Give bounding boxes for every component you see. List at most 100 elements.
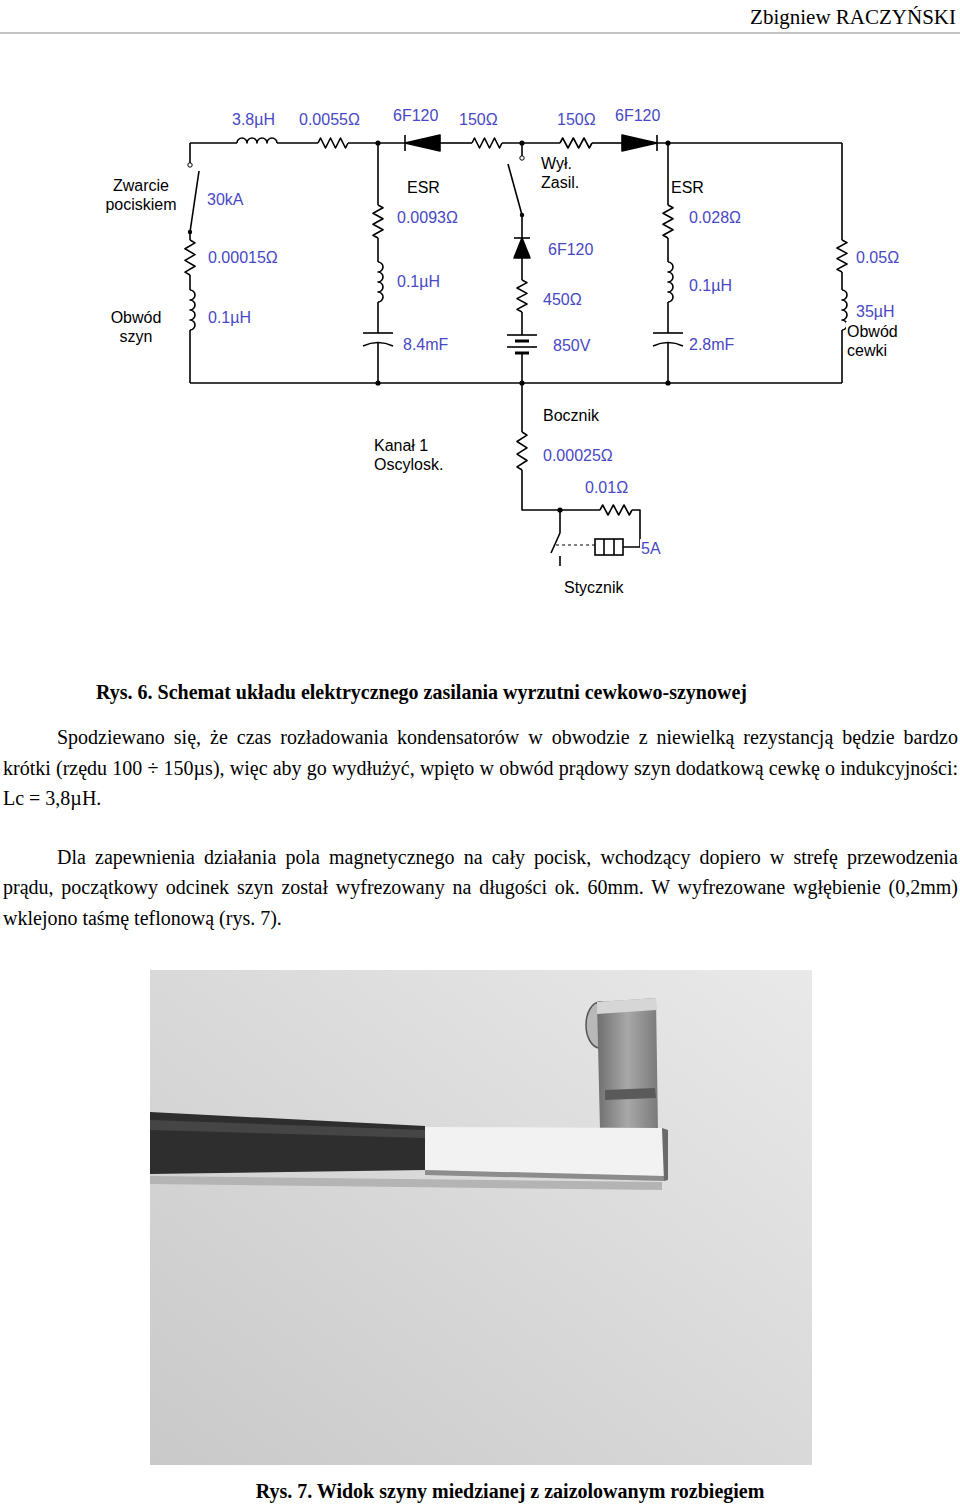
component-value: 0.00025Ω [542,446,614,465]
junction-dot [665,140,670,145]
wire [559,510,561,533]
wire [377,143,379,205]
circuit-label: Wył. Zasil. [540,154,594,192]
component-value: 2.8mF [688,335,735,354]
rail-bracket [597,998,658,1132]
circuit-label: Zwarcie pociskiem [98,176,184,214]
wire [440,142,472,144]
mechanical-link [556,545,595,546]
wire [592,142,622,144]
wire [189,330,191,383]
inductor-symbol [668,262,673,302]
resistor-symbol [373,205,383,238]
contact-symbol [559,556,561,566]
rail-bracket [597,998,656,1014]
component-value: 30kA [206,190,244,209]
wire [190,142,237,144]
wire [521,312,523,335]
switch-symbol [190,171,199,232]
diode-symbol [622,135,657,151]
battery-symbol [507,346,537,348]
wire [521,258,523,280]
capacitor-symbol [363,332,393,334]
component-value: 0.05Ω [855,248,900,267]
wire [521,353,523,383]
inductor-symbol [237,138,277,143]
inductor-symbol [378,262,383,302]
wire [521,383,523,432]
wire [667,302,669,333]
rail-photo [150,970,812,1465]
rail-end [662,1128,668,1181]
rail-bracket [605,1088,656,1100]
battery-symbol [507,334,537,336]
component-value: 0.0093Ω [396,208,459,227]
component-value: 6F120 [614,106,661,125]
wire [377,302,379,333]
resistor-symbol [600,505,632,515]
component-value: 0.028Ω [688,208,742,227]
running-header: Zbigniew RACZYŃSKI [750,4,956,30]
wire [667,343,669,383]
wire [377,343,379,383]
wire [189,275,191,290]
figure-caption: Rys. 7. Widok szyny miedzianej z zaizolo… [110,1479,910,1503]
inductor-symbol [190,290,195,330]
junction-dot [375,140,380,145]
junction-dot [519,140,524,145]
component-value: 0.0055Ω [298,110,361,129]
relay-coil [603,539,605,555]
component-value: 850V [552,336,591,355]
component-value: 0.1µH [396,272,441,291]
figure-caption: Rys. 6. Schemat układu elektrycznego zas… [96,680,747,704]
diode-symbol [514,238,530,258]
resistor-symbol [472,138,502,148]
circuit-label: Obwód szyn [98,308,174,346]
component-value: 0.00015Ω [207,248,279,267]
component-value: 0.1µH [688,276,733,295]
component-value: 35µH [855,302,896,321]
wire [277,142,318,144]
header-rule [0,33,960,34]
capacitor-symbol [653,332,683,334]
junction-dot [375,380,380,385]
resistor-symbol [318,138,348,148]
wire [190,382,842,384]
contact-symbol [551,533,560,553]
junction-dot [665,380,670,385]
resistor-symbol [663,205,673,238]
component-value: 3.8µH [231,110,276,129]
wire [521,215,523,238]
circuit-label: Kanał 1 Oscylosk. [373,436,459,474]
junction-dot [519,380,524,385]
diode-symbol [404,135,406,151]
junction-dot [557,507,562,512]
resistor-symbol [185,240,195,275]
component-value: 8.4mF [402,335,449,354]
photo-background [150,970,812,1465]
battery-symbol [515,340,529,343]
component-value: 150Ω [556,110,597,129]
wire [377,238,379,262]
copper-rail [150,1120,425,1138]
relay-coil [595,539,623,555]
wire [623,510,640,547]
circuit-label: Stycznik [563,578,625,597]
resistor-symbol [837,240,847,272]
wire [657,142,842,144]
wire [841,330,843,383]
component-value: 5A [640,539,662,558]
component-value: 6F120 [392,106,439,125]
resistor-symbol [517,280,527,312]
text-body: Spodziewano się, że czas rozładowania ko… [3,722,958,933]
teflon-tape [425,1127,664,1176]
circuit-label: ESR [670,178,705,197]
wire [189,232,191,240]
component-value: 0.1µH [207,308,252,327]
switch-terminal [520,156,524,160]
body-paragraph: Spodziewano się, że czas rozładowania ko… [3,722,958,814]
wire [841,272,843,290]
component-value: 450Ω [542,290,583,309]
relay-coil [613,539,615,555]
